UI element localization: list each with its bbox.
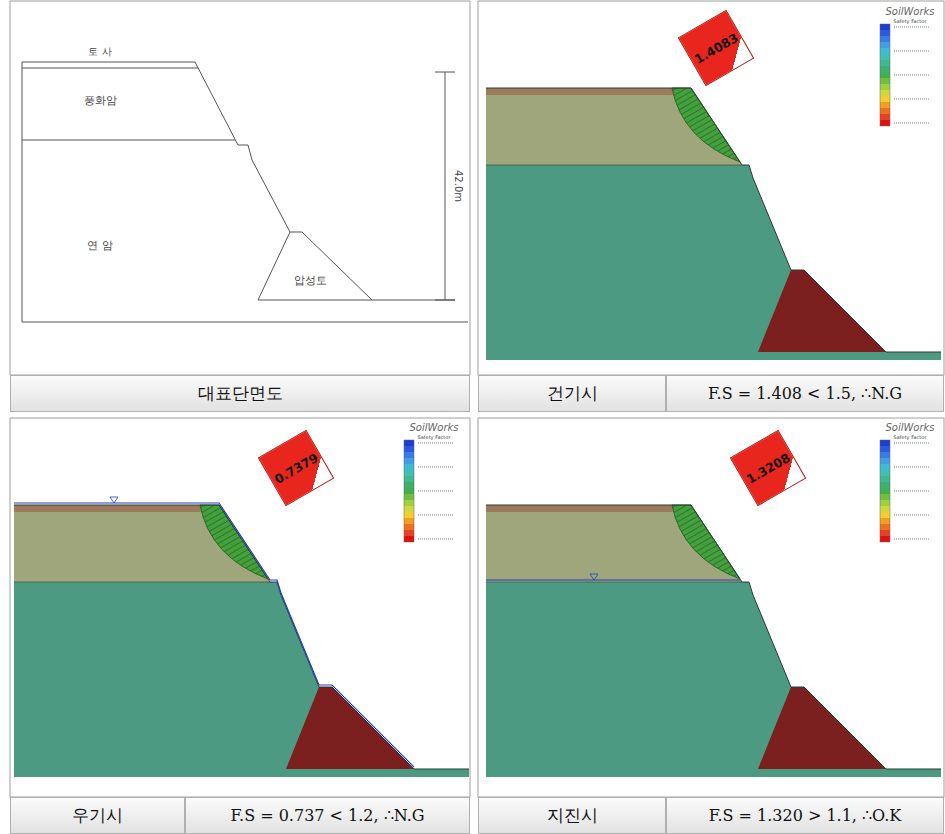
safety-factor-value: 1.4083 [691,29,740,66]
safety-factor-box: 1.4083 [678,10,754,86]
caption-text: F.S = 0.737 < 1.2, ∴N.G [230,806,424,825]
software-logo: SoilWorks [885,7,934,17]
layer-label: 연 암 [87,240,113,251]
legend-title: Safety Factor [418,435,451,440]
safety-factor-box: 0.7379 [258,430,334,506]
software-logo: SoilWorks [885,423,934,433]
caption-text: F.S = 1.408 < 1.5, ∴N.G [708,384,902,403]
safety-factor-value: 0.7379 [271,449,320,486]
caption-cell: F.S = 0.737 < 1.2, ∴N.G [185,797,470,834]
layer-label: 압성토 [294,275,327,286]
caption-cell: F.S = 1.320 > 1.1, ∴O.K [666,797,944,834]
caption-text: F.S = 1.320 > 1.1, ∴O.K [709,806,901,825]
layer-label: 풍화암 [84,95,117,106]
software-logo: SoilWorks [409,423,458,433]
caption-text: 건기시 [547,382,598,405]
caption-text: 지진시 [547,804,598,827]
caption-cell: 건기시 [478,375,666,412]
layer-label: 토 사 [88,47,111,57]
caption-text: 우기시 [72,804,123,827]
caption-cell: 지진시 [478,797,666,834]
caption-cell: 대표단면도 [10,375,470,412]
safety-factor-box: 1.3208 [730,430,806,506]
legend-title: Safety Factor [894,435,927,440]
caption-text: 대표단면도 [198,382,283,405]
caption-cell: F.S = 1.408 < 1.5, ∴N.G [666,375,944,412]
caption-cell: 우기시 [10,797,185,834]
dimension-label: 42.0m [453,170,463,202]
safety-factor-value: 1.3208 [743,449,792,486]
legend-title: Safety Factor [894,19,927,24]
